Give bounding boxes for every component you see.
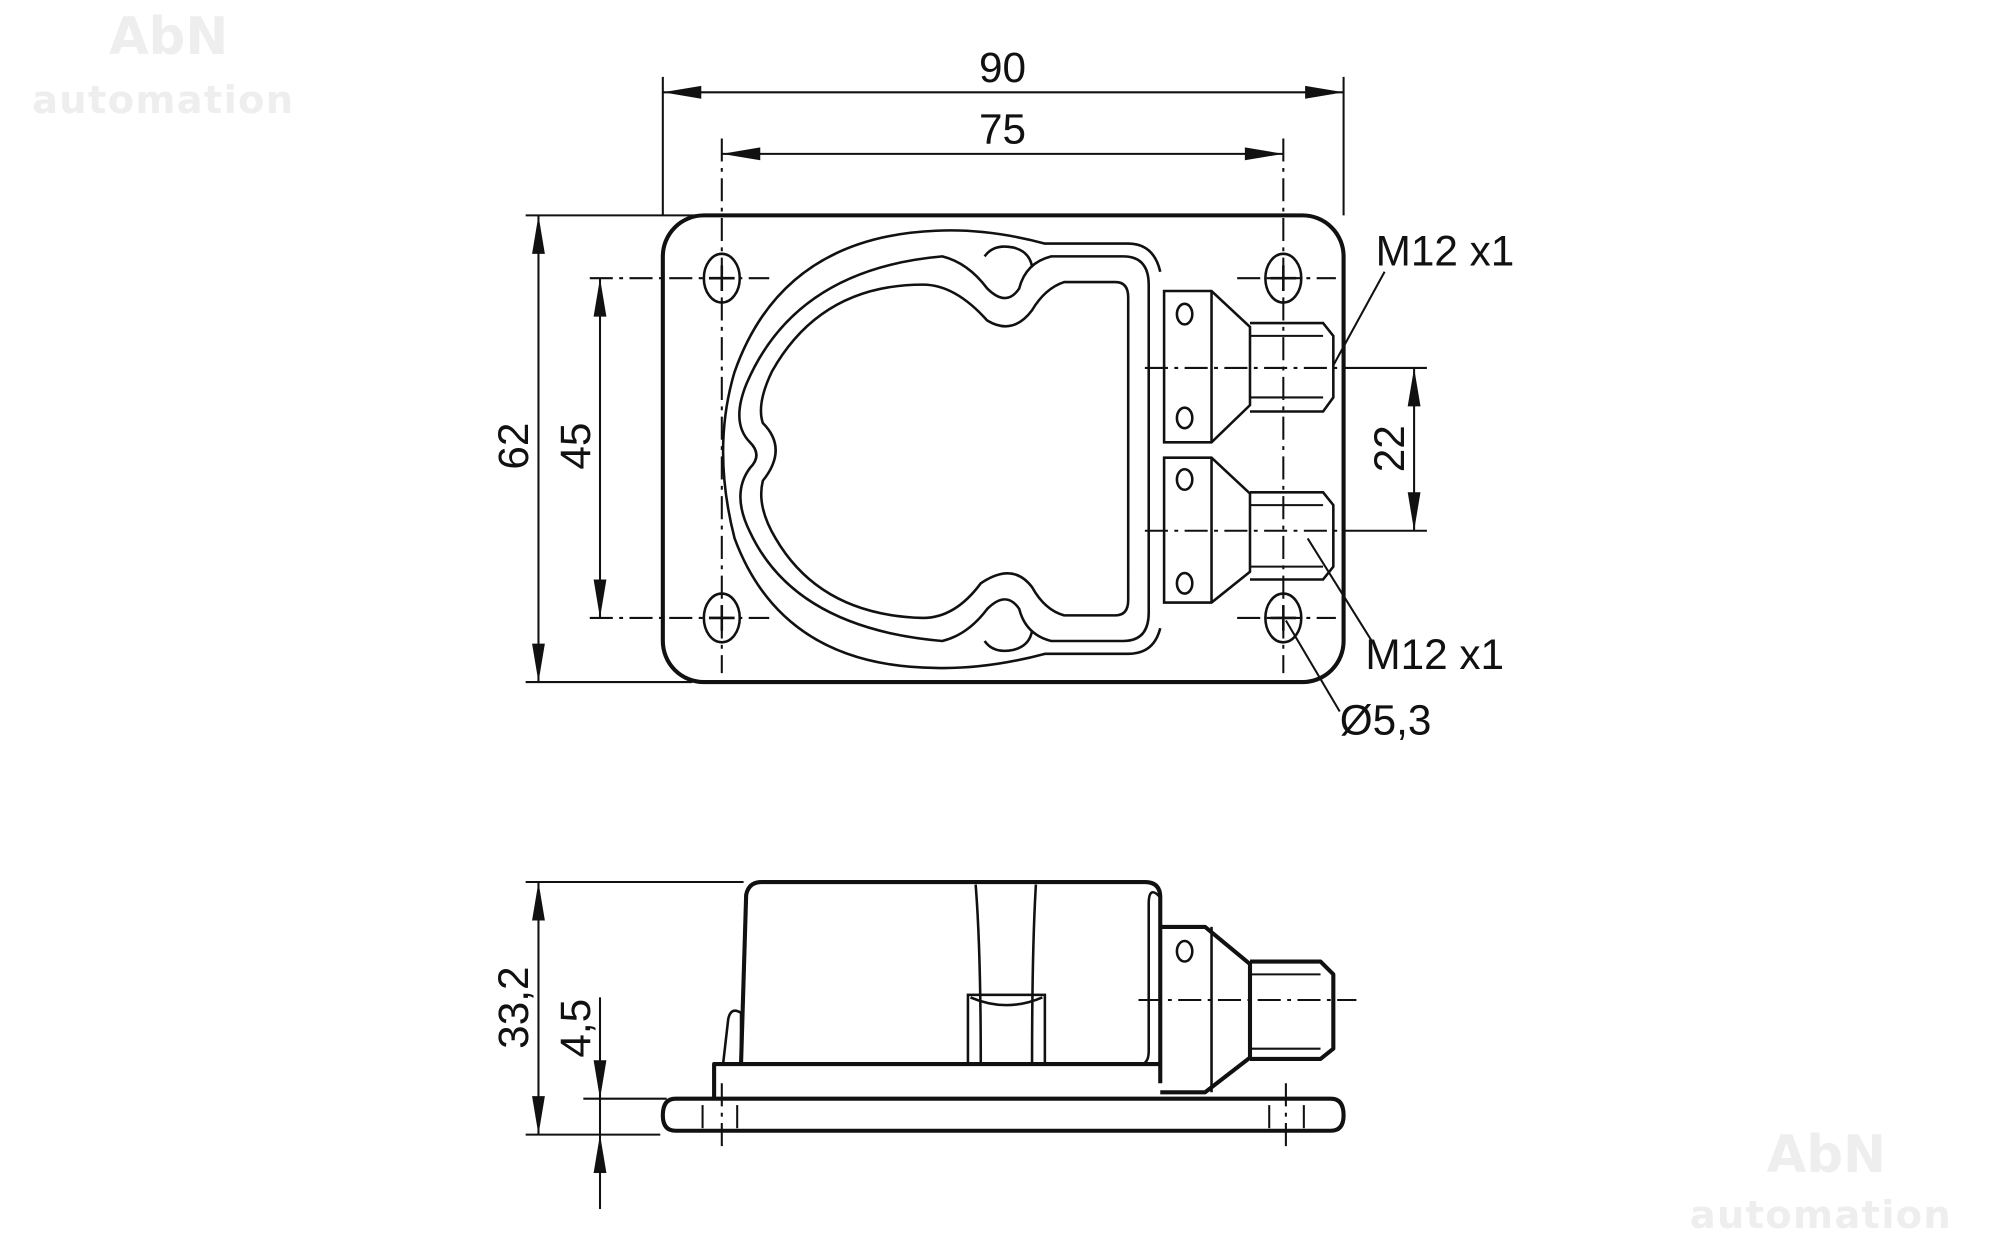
hole-diameter-label: Ø5,3 — [1340, 697, 1432, 744]
dimension-label: 62 — [490, 423, 537, 470]
watermark-subtitle: automation — [1690, 1193, 1952, 1238]
watermark-top-left: AbN automation — [32, 7, 294, 123]
dimension-label: 33,2 — [490, 967, 537, 1049]
housing-outer — [721, 229, 1162, 670]
side-connector — [1138, 924, 1357, 1095]
base-plate — [660, 1096, 1346, 1133]
housing-rim — [738, 255, 1150, 643]
dimension-label: 4,5 — [552, 999, 599, 1058]
top-view: 90 75 62 45 22 M12 x1 M12 x1 Ø5,3 — [490, 44, 1514, 744]
dimension-label: 75 — [979, 106, 1026, 153]
watermark-brand: AbN — [1767, 1125, 1886, 1185]
dimension-4-5: 4,5 — [552, 997, 667, 1209]
connector-thread-label: M12 x1 — [1376, 227, 1515, 274]
side-view: 33,2 4,5 — [490, 879, 1357, 1209]
mounting-hole — [1264, 252, 1303, 304]
watermark-brand: AbN — [109, 7, 228, 67]
base-plate-outline — [660, 213, 1346, 685]
dimension-label: 90 — [979, 44, 1026, 91]
mounting-hole — [702, 252, 742, 304]
connector-lower — [1162, 456, 1335, 604]
housing-inner — [759, 280, 1130, 620]
dimension-90: 90 — [661, 44, 1345, 216]
mounting-hole — [1264, 592, 1303, 644]
connector-upper — [1162, 289, 1335, 444]
watermark-subtitle: automation — [32, 78, 294, 123]
dimension-45: 45 — [552, 278, 607, 618]
dimension-label: 45 — [552, 423, 599, 470]
connector-thread-label: M12 x1 — [1365, 631, 1504, 678]
housing-body — [738, 879, 1163, 1084]
dimension-33-2: 33,2 — [490, 881, 744, 1136]
dimension-22: 22 — [1358, 366, 1427, 532]
dimension-75: 75 — [721, 106, 1284, 161]
mounting-hole — [702, 592, 742, 644]
watermark-bottom-right: AbN automation — [1690, 1125, 1952, 1238]
dimension-label: 22 — [1366, 425, 1413, 472]
dimension-62: 62 — [490, 214, 718, 684]
